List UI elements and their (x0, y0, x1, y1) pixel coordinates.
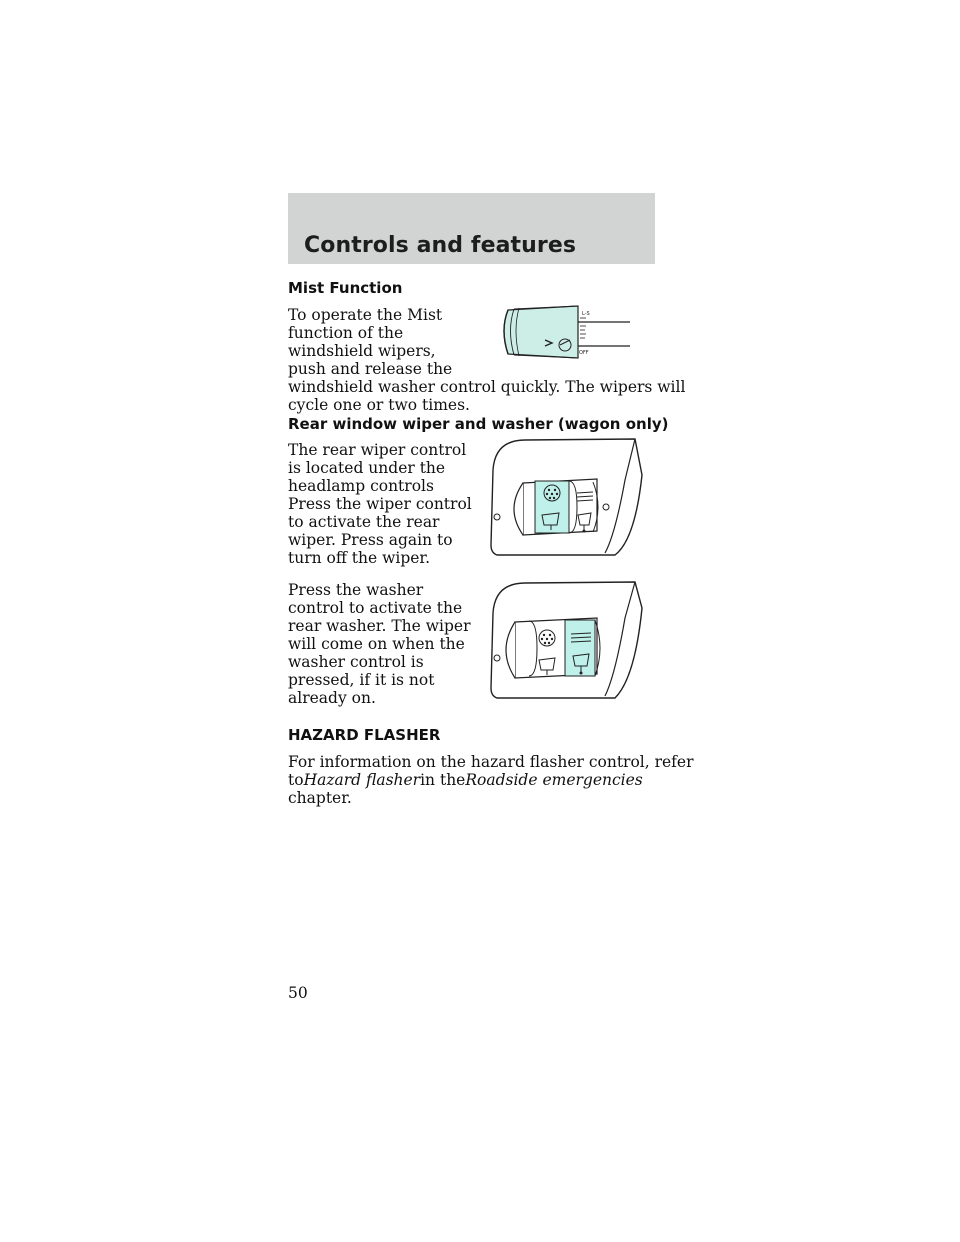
wiper-stalk-illustration: L-S OFF (503, 305, 630, 359)
washer-line-4: will come on when the (288, 635, 465, 653)
rear-line-7: turn off the wiper. (288, 549, 431, 567)
washer-line-3: rear washer. The wiper (288, 617, 471, 635)
rear-washer-paragraph: Press the washer control to activate the… (288, 581, 471, 707)
hazard-flasher-reference: Hazard flasher (303, 771, 421, 789)
mist-line-2: function of the (288, 324, 404, 342)
mist-function-heading: Mist Function (288, 279, 403, 297)
hazard-line-2: toHazard flasherin theRoadside emergenci… (288, 771, 694, 789)
rear-wiper-paragraph: The rear wiper control is located under … (288, 441, 472, 567)
mist-function-paragraph: To operate the Mist function of the wind… (288, 306, 685, 414)
washer-line-6: pressed, if it is not (288, 671, 435, 689)
mist-line-5: windshield washer control quickly. The w… (288, 378, 686, 396)
rear-line-4: Press the wiper control (288, 495, 472, 513)
rear-line-6: wiper. Press again to (288, 531, 453, 549)
rear-line-1: The rear wiper control (288, 441, 467, 459)
washer-line-7: already on. (288, 689, 376, 707)
washer-line-1: Press the washer (288, 581, 424, 599)
section-header-band: Controls and features (288, 193, 655, 264)
washer-line-2: control to activate the (288, 599, 463, 617)
stalk-label-off: OFF (579, 350, 589, 356)
hazard-line-3: chapter. (288, 789, 352, 807)
hazard-line-1: For information on the hazard flasher co… (288, 753, 694, 771)
hazard-line-2-prefix: to (288, 771, 304, 789)
roadside-emergencies-reference: Roadside emergencies (465, 771, 643, 789)
rear-line-5: to activate the rear (288, 513, 440, 531)
mist-line-3: windshield wipers, (288, 342, 436, 360)
hazard-flasher-paragraph: For information on the hazard flasher co… (288, 753, 694, 807)
rear-wiper-heading: Rear window wiper and washer (wagon only… (288, 415, 669, 433)
mist-line-1: To operate the Mist (288, 306, 443, 324)
section-title: Controls and features (304, 233, 577, 258)
hazard-flasher-heading: HAZARD FLASHER (288, 726, 441, 744)
washer-line-5: washer control is (288, 653, 424, 671)
page-number: 50 (288, 984, 308, 1002)
mist-line-4: push and release the (288, 360, 453, 378)
rear-line-3: headlamp controls (288, 477, 434, 495)
rear-wiper-control-illustration (490, 438, 643, 556)
rear-washer-control-illustration (490, 581, 643, 699)
rear-line-2: is located under the (288, 459, 446, 477)
hazard-line-2-mid: in the (420, 771, 466, 789)
mist-line-6: cycle one or two times. (288, 396, 470, 414)
stalk-label-top: L-S (582, 311, 590, 317)
